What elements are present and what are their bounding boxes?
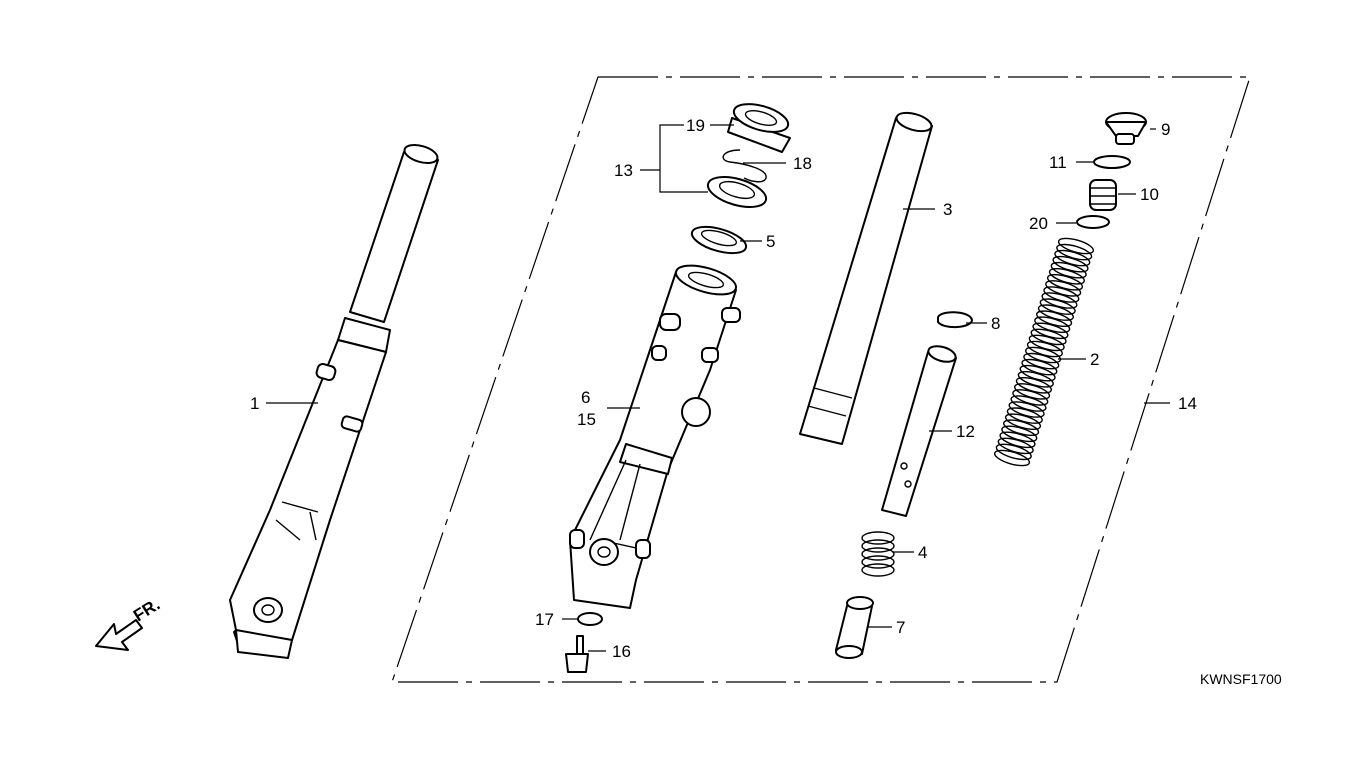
- part-9-fork-bolt[interactable]: [1105, 112, 1147, 145]
- callout-15: 15: [577, 410, 596, 429]
- spring-coil: [1021, 358, 1058, 376]
- callout-7: 7: [896, 618, 905, 637]
- part-7-oil-lock-piece[interactable]: [835, 596, 874, 659]
- part-2-fork-spring[interactable]: [993, 235, 1095, 468]
- callout-17: 17: [535, 610, 554, 629]
- spring-coil: [993, 449, 1031, 467]
- part-10-spring-seat[interactable]: [1089, 179, 1117, 211]
- spring-coil: [1046, 273, 1084, 291]
- spring-coil: [995, 443, 1032, 461]
- callout-18: 18: [793, 154, 812, 173]
- part-1-fork-assembly[interactable]: [229, 142, 440, 659]
- callout-14: 14: [1178, 394, 1197, 413]
- callout-9: 9: [1161, 120, 1170, 139]
- part-20-o-ring[interactable]: [1076, 215, 1110, 229]
- callout-8: 8: [991, 314, 1000, 333]
- leader-lines: [266, 124, 1170, 652]
- callout-numbers: 1 2 3 4 5 6 7 8 9 10 11 12 13 14 15 16 1…: [250, 116, 1197, 661]
- callout-2: 2: [1090, 350, 1099, 369]
- spring-coil: [1034, 316, 1071, 334]
- part-4-rebound-spring[interactable]: [861, 531, 895, 577]
- callout-5: 5: [766, 232, 775, 251]
- callout-12: 12: [956, 422, 975, 441]
- part-12-fork-piston[interactable]: [881, 343, 957, 517]
- part-19-dust-seal[interactable]: [727, 99, 791, 153]
- callout-13: 13: [614, 161, 633, 180]
- part-8-piston-ring[interactable]: [937, 311, 973, 328]
- callout-10: 10: [1140, 185, 1159, 204]
- callout-16: 16: [612, 642, 631, 661]
- part-3-fork-pipe[interactable]: [799, 109, 934, 445]
- callout-11: 11: [1049, 153, 1067, 172]
- part-17-washer[interactable]: [577, 612, 603, 626]
- callout-19: 19: [686, 116, 705, 135]
- part-11-circlip[interactable]: [1093, 155, 1131, 169]
- callout-3: 3: [943, 200, 952, 219]
- spring-coil: [1008, 401, 1045, 418]
- assembly-frame: [391, 76, 1251, 683]
- part-16-socket-bolt[interactable]: [565, 635, 589, 673]
- callout-6: 6: [581, 388, 590, 407]
- part-13-oil-seal[interactable]: [705, 171, 770, 213]
- callout-20: 20: [1029, 214, 1048, 233]
- part-6-fork-slider[interactable]: [569, 260, 741, 609]
- part-5-backup-ring[interactable]: [689, 222, 749, 259]
- callout-4: 4: [918, 543, 927, 562]
- front-direction-arrow: FR.: [95, 595, 163, 651]
- diagram-code: KWNSF1700: [1200, 671, 1282, 687]
- part-18-clip[interactable]: [722, 149, 767, 183]
- callout-1: 1: [250, 394, 259, 413]
